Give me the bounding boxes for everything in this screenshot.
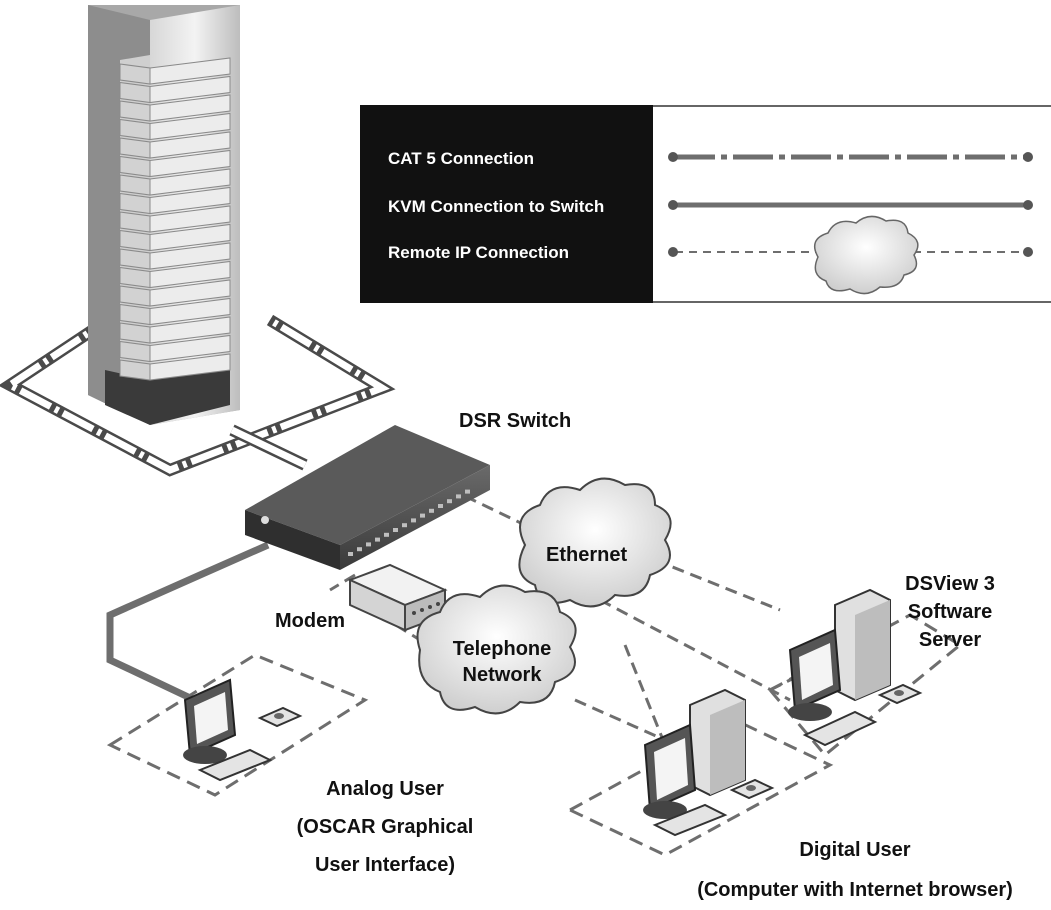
digital-label-line1: Digital User bbox=[799, 839, 911, 861]
legend-label-kvm: KVM Connection to Switch bbox=[388, 197, 605, 216]
rack-unit-side bbox=[119, 211, 151, 233]
legend-line-remote-ip bbox=[668, 215, 1033, 295]
modem-label: Modem bbox=[275, 610, 345, 632]
switch-port bbox=[348, 552, 353, 556]
rack-unit-side bbox=[119, 248, 151, 270]
analog-label-line1: Analog User bbox=[326, 778, 444, 800]
dsview-label: DSView 3 Software Server bbox=[880, 570, 1020, 654]
switch-port bbox=[402, 523, 407, 528]
rack-unit-side bbox=[119, 81, 151, 104]
analog-label-line2: (OSCAR Graphical bbox=[296, 816, 474, 838]
digital-label-line2: (Computer with Internet browser) bbox=[697, 879, 1013, 901]
switch-port bbox=[357, 547, 362, 552]
legend-line-cat5 bbox=[668, 152, 1033, 162]
rack-unit-side bbox=[119, 359, 151, 381]
switch-port bbox=[465, 489, 470, 494]
rack-unit-side bbox=[119, 155, 151, 178]
legend-label-cat5: CAT 5 Connection bbox=[388, 149, 535, 168]
rack-unit-side bbox=[119, 192, 151, 215]
legend-line-kvm bbox=[668, 200, 1033, 210]
rack-unit-side bbox=[119, 340, 151, 363]
dsview-label-line3: Server bbox=[918, 629, 982, 651]
analog-user-workstation bbox=[106, 653, 369, 797]
modem-device bbox=[347, 563, 448, 632]
switch-port bbox=[456, 494, 461, 499]
cat5-loop bbox=[0, 307, 396, 477]
rack-unit-side bbox=[119, 303, 151, 326]
legend-label-remote-ip: Remote IP Connection bbox=[388, 243, 570, 262]
switch-port bbox=[411, 518, 416, 523]
ethernet-cloud bbox=[518, 477, 672, 608]
switch-port bbox=[375, 537, 380, 542]
dsr-switch-label: DSR Switch bbox=[459, 410, 572, 432]
dsview-label-line2: Software bbox=[907, 601, 993, 623]
digital-user-label: Digital User (Computer with Internet bro… bbox=[660, 830, 1050, 910]
ethernet-label: Ethernet bbox=[546, 544, 628, 566]
rack-unit-side bbox=[119, 266, 151, 289]
dsview-label-line1: DSView 3 bbox=[905, 573, 995, 595]
switch-port bbox=[429, 508, 434, 513]
server-rack bbox=[88, 5, 240, 425]
analog-user-label: Analog User (OSCAR Graphical User Interf… bbox=[275, 770, 495, 884]
switch-port bbox=[420, 513, 425, 518]
telephone-label-line2: Network bbox=[462, 664, 542, 686]
rack-unit-side bbox=[119, 100, 151, 122]
switch-port bbox=[438, 504, 443, 508]
rack-unit-side bbox=[119, 118, 151, 141]
connection-lines bbox=[106, 486, 801, 746]
legend-lines-panel bbox=[653, 105, 1051, 303]
switch-port bbox=[366, 542, 371, 547]
telephone-cloud bbox=[416, 584, 577, 715]
rack-unit-side bbox=[119, 285, 151, 307]
rack-unit-side bbox=[119, 229, 151, 252]
telephone-label-line1: Telephone bbox=[452, 638, 552, 660]
legend: CAT 5 Connection KVM Connection to Switc… bbox=[360, 105, 1051, 303]
rack-unit-side bbox=[119, 137, 151, 159]
switch-port bbox=[447, 499, 452, 504]
switch-port bbox=[384, 532, 389, 537]
dsr-switch-device bbox=[245, 425, 490, 570]
rack-unit-side bbox=[119, 174, 151, 196]
dsview-server-workstation bbox=[767, 588, 963, 758]
rack-unit-side bbox=[119, 322, 151, 344]
telephone-network-label: Telephone Network bbox=[437, 636, 567, 688]
rack-unit-side bbox=[119, 63, 151, 85]
switch-port bbox=[393, 528, 398, 532]
analog-label-line3: User Interface) bbox=[314, 854, 456, 876]
digital-user-workstation bbox=[566, 688, 834, 857]
legend-labels-panel: CAT 5 Connection KVM Connection to Switc… bbox=[360, 105, 653, 303]
